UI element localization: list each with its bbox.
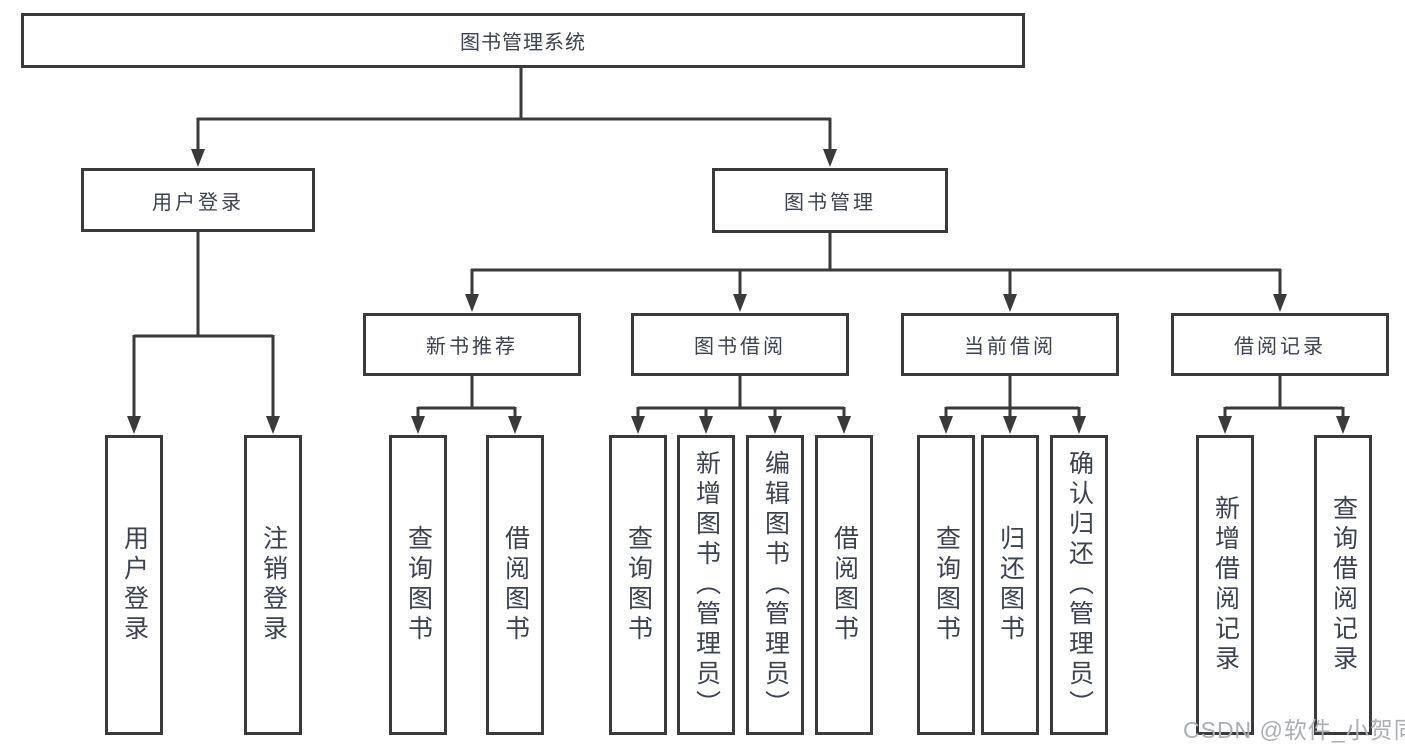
arrowhead-icon <box>699 416 713 434</box>
node-label: 编辑图书（管理员） <box>761 450 790 720</box>
leaf-borrow-books-nbr: 借阅图书 <box>486 435 544 735</box>
leaf-edit-books-admin: 编辑图书（管理员） <box>746 435 804 735</box>
node-label: 查询图书 <box>932 525 961 645</box>
node-label: 图书管理系统 <box>460 32 586 54</box>
node-current-borrowing: 当前借阅 <box>901 313 1119 376</box>
arrowhead-icon <box>1218 416 1232 434</box>
node-book-management: 图书管理 <box>712 168 948 233</box>
node-book-borrowing: 图书借阅 <box>631 313 849 376</box>
arrowhead-icon <box>508 416 522 434</box>
node-label: 注销登录 <box>259 525 288 645</box>
node-label: 查询借阅记录 <box>1329 495 1358 675</box>
node-label: 借阅记录 <box>1234 336 1326 358</box>
node-borrowing-records: 借阅记录 <box>1171 313 1389 376</box>
arrowhead-icon <box>1336 416 1350 434</box>
leaf-query-borrow-record: 查询借阅记录 <box>1314 435 1372 735</box>
arrowhead-icon <box>266 416 280 434</box>
node-label: 借阅图书 <box>501 525 530 645</box>
node-label: 用户登录 <box>152 191 244 214</box>
arrowhead-icon <box>411 416 425 434</box>
leaf-add-borrow-record: 新增借阅记录 <box>1196 435 1254 735</box>
arrowhead-icon <box>939 416 953 434</box>
arrowhead-icon <box>823 149 837 167</box>
node-label: 图书借阅 <box>694 336 786 358</box>
arrowhead-icon <box>837 416 851 434</box>
node-user-login: 用户登录 <box>81 168 315 232</box>
arrowhead-icon <box>1072 416 1086 434</box>
arrowhead-icon <box>768 416 782 434</box>
node-label: 图书管理 <box>784 192 876 214</box>
arrowhead-icon <box>1003 416 1017 434</box>
leaf-query-books-cb: 查询图书 <box>917 435 975 735</box>
arrowhead-icon <box>465 294 479 312</box>
node-new-book-recommendation: 新书推荐 <box>363 313 581 376</box>
arrowhead-icon <box>631 416 645 434</box>
arrowhead-icon <box>733 294 747 312</box>
leaf-add-books-admin: 新增图书（管理员） <box>677 435 735 735</box>
node-label: 新书推荐 <box>426 336 518 358</box>
node-label: 归还图书 <box>996 525 1025 645</box>
node-library-management-system: 图书管理系统 <box>21 13 1025 68</box>
leaf-confirm-return-admin: 确认归还（管理员） <box>1050 435 1108 735</box>
node-label: 新增借阅记录 <box>1211 495 1240 675</box>
arrowhead-icon <box>1273 294 1287 312</box>
node-label: 查询图书 <box>404 525 433 645</box>
leaf-logout: 注销登录 <box>244 435 302 735</box>
leaf-borrow-books-bb: 借阅图书 <box>815 435 873 735</box>
node-label: 当前借阅 <box>964 336 1056 358</box>
csdn-watermark: CSDN @软件_小贺同学 <box>1183 717 1405 743</box>
leaf-return-books: 归还图书 <box>981 435 1039 735</box>
node-label: 借阅图书 <box>830 525 859 645</box>
node-label: 查询图书 <box>624 525 653 645</box>
node-label: 用户登录 <box>120 525 149 645</box>
arrowhead-icon <box>1003 294 1017 312</box>
leaf-user-login: 用户登录 <box>105 435 163 735</box>
node-label: 新增图书（管理员） <box>692 450 721 720</box>
arrowhead-icon <box>191 149 205 167</box>
arrowheads <box>127 149 1350 434</box>
node-label: 确认归还（管理员） <box>1065 450 1094 720</box>
leaf-query-books-nbr: 查询图书 <box>389 435 447 735</box>
leaf-query-books-bb: 查询图书 <box>609 435 667 735</box>
arrowhead-icon <box>127 416 141 434</box>
